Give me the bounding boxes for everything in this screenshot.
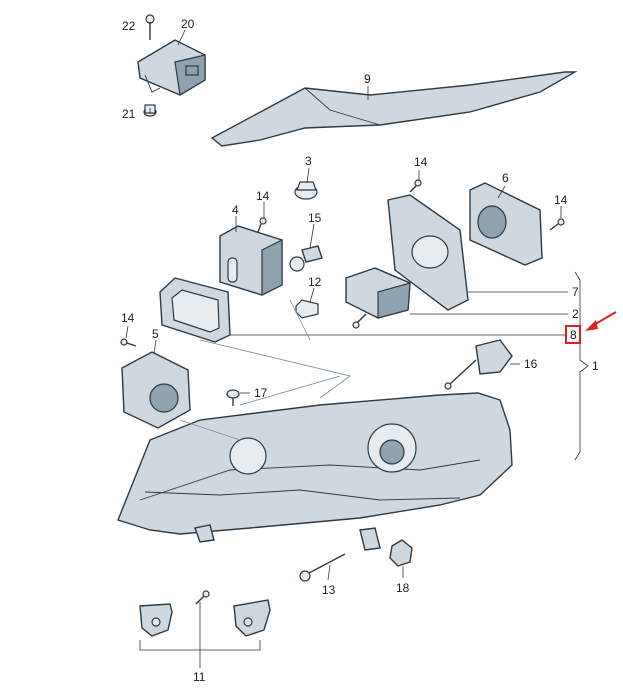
callout-18: 18 [396,581,410,595]
part-12-small-bulb [295,299,319,319]
part-11-screw [195,590,210,605]
part-4-module [219,225,283,296]
callout-7: 7 [572,285,579,299]
part-14-screw-a [257,217,267,233]
part-11-bracket-right [233,599,271,637]
highlight-arrow [585,311,617,331]
callout-8: 8 [570,328,577,342]
part-3-cap [294,181,318,200]
callout-15: 15 [308,211,322,225]
part-18-clip [389,539,413,567]
assembly-guide-lines [179,299,351,441]
part-7-frame [387,194,469,311]
part-1-headlight [117,392,513,551]
part-20-control-unit [137,39,206,96]
callout-22: 22 [122,19,136,33]
part-2-adjustment-motor [345,267,411,329]
part-14-screw-b [409,179,422,193]
callout-1: 1 [592,359,599,373]
callout-2: 2 [572,307,579,321]
part-9-trim-strip [210,71,578,147]
callout-17: 17 [254,386,268,400]
part-13-bolt [299,553,346,582]
callout-6: 6 [502,171,509,185]
callout-14-c: 14 [554,193,568,207]
callout-16: 16 [524,357,538,371]
callout-labels: 22 20 21 9 3 14 6 14 14 4 15 12 7 2 14 8… [121,17,599,684]
callout-20: 20 [181,17,195,31]
callout-11: 11 [193,670,206,684]
callout-9: 9 [364,72,371,86]
highlight-box-part-8 [565,325,581,344]
part-8-seal [159,277,231,343]
part-14-screw-c [549,218,565,231]
callout-5: 5 [152,327,159,341]
part-11-bracket-left [139,603,173,637]
callout-14-d: 14 [121,311,135,325]
part-16-xenon-bulb [444,339,513,390]
part-15-bulb [289,245,323,272]
callout-4: 4 [232,203,239,217]
callout-14-b: 14 [256,189,270,203]
callout-12: 12 [308,275,322,289]
callout-13: 13 [322,583,336,597]
part-5-ballast [121,351,191,429]
callout-21: 21 [122,107,136,121]
part-6-control-unit [469,182,543,266]
leader-lines [125,22,589,668]
callout-3: 3 [305,154,312,168]
part-14-screw-d [120,338,137,347]
callout-14-a: 14 [414,155,428,169]
part-17-screw [226,389,240,406]
